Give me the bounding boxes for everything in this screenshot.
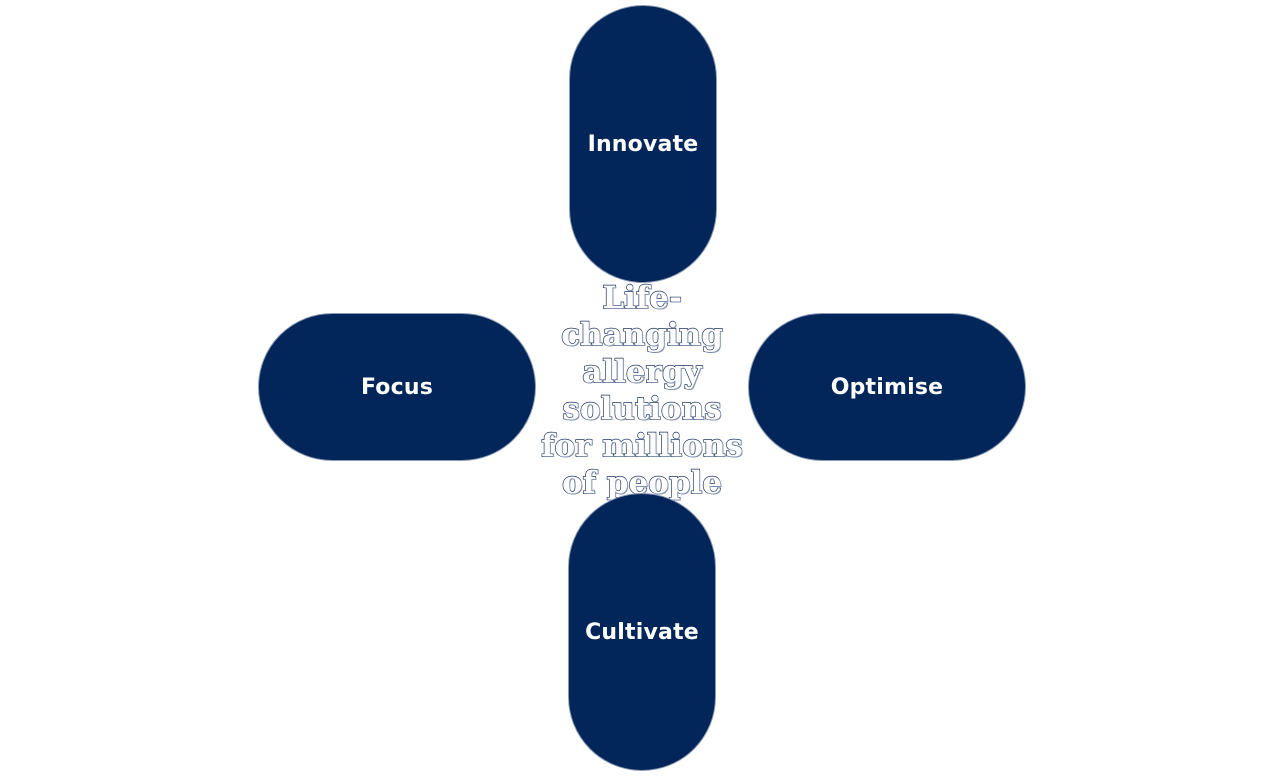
node-focus-label: Focus — [360, 374, 434, 400]
center-statement: Life-changing allergy solutions for mill… — [532, 279, 752, 501]
center-statement-text: Life-changing allergy solutions for mill… — [540, 279, 743, 501]
node-focus: Focus — [258, 313, 536, 461]
node-cultivate-label: Cultivate — [585, 619, 699, 645]
node-innovate-label: Innovate — [587, 131, 699, 157]
node-optimise-label: Optimise — [830, 374, 944, 400]
node-optimise: Optimise — [748, 313, 1026, 461]
node-cultivate: Cultivate — [568, 493, 716, 771]
node-innovate: Innovate — [569, 5, 717, 283]
